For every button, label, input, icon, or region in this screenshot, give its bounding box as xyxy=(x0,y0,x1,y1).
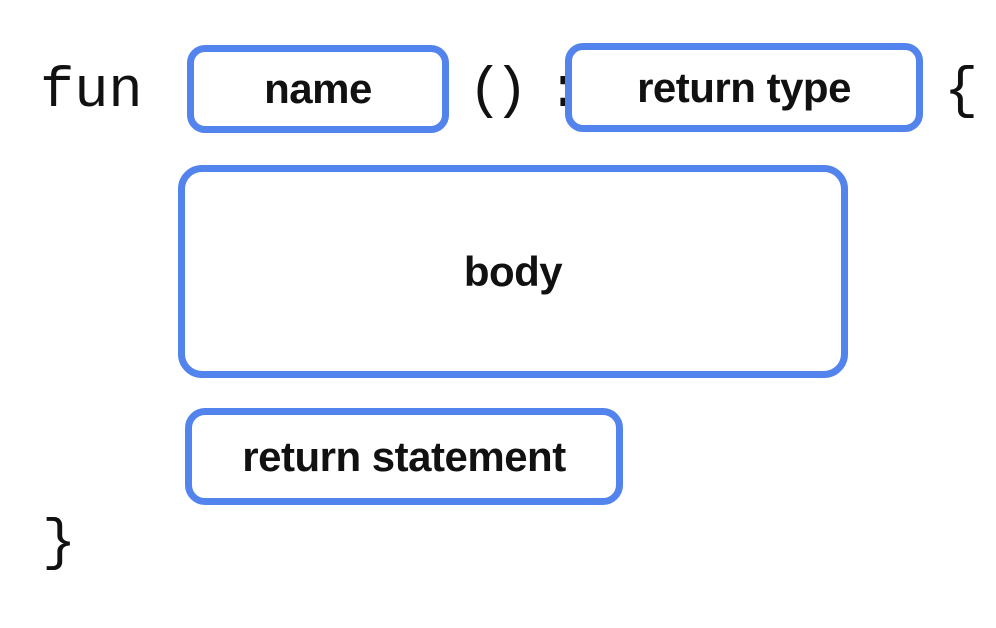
return-type-placeholder-box: return type xyxy=(565,43,923,132)
name-placeholder-label: name xyxy=(264,65,372,112)
return-statement-placeholder-label: return statement xyxy=(242,432,566,480)
fun-keyword-text: fun xyxy=(40,60,143,124)
name-placeholder-box: name xyxy=(187,45,449,133)
return-statement-placeholder-box: return statement xyxy=(185,408,623,505)
body-placeholder-label: body xyxy=(463,247,563,295)
body-placeholder-box: body xyxy=(178,165,848,378)
return-type-placeholder-label: return type xyxy=(637,63,851,111)
parentheses-colon-text: () : xyxy=(468,60,581,124)
opening-brace-text: { xyxy=(944,60,979,124)
closing-brace-text: } xyxy=(42,512,77,576)
